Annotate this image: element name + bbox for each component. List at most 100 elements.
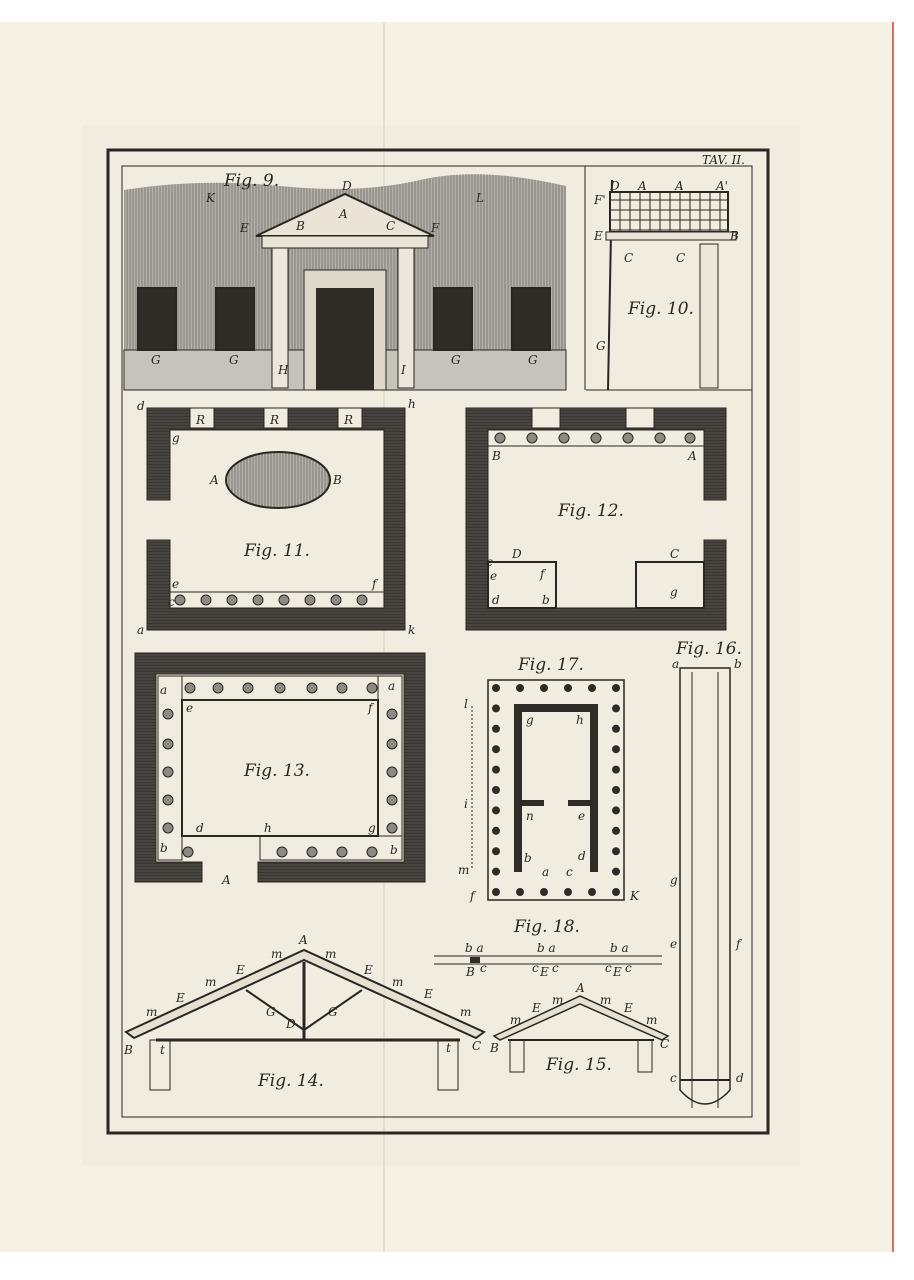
figure-9-facade: Fig. 9. K D L E B A C F G G H I G G: [123, 171, 567, 391]
column-dot: [612, 806, 620, 815]
column-dot: [492, 888, 500, 896]
fig9-caption: Fig. 9.: [223, 171, 279, 191]
column-dot: [612, 786, 620, 794]
fig9-label: K: [205, 191, 216, 205]
fig15-label: m: [600, 993, 611, 1007]
fig17-label: b: [524, 851, 532, 865]
fig16-label: d: [736, 1071, 744, 1085]
fig9-label: G: [451, 353, 461, 367]
fig12-label: b: [542, 593, 550, 607]
fig10-label: C: [624, 251, 633, 265]
fig18-label: c: [552, 961, 559, 975]
column-dot: [492, 745, 500, 754]
column-dot: [492, 826, 500, 835]
fig18-label: b a: [465, 941, 484, 955]
fig10-label: E: [593, 229, 603, 243]
fig17-label: h: [576, 713, 584, 727]
fig9-label: A: [338, 207, 348, 221]
fig10-label: A': [715, 179, 728, 193]
fig12-label: D: [511, 547, 522, 561]
column-dot: [612, 704, 620, 713]
fig9-label: G: [528, 353, 538, 367]
fig16-label: f: [735, 937, 743, 951]
fig13-label: g: [368, 821, 376, 835]
fig9-label: I: [400, 363, 406, 377]
fig13-label: e: [186, 701, 193, 715]
column-dot: [516, 684, 524, 692]
figure-14-roof-truss: Fig. 14. A m m m m E E E E m m G G D B C…: [123, 933, 486, 1091]
fig15-label: m: [552, 993, 563, 1007]
fig10-caption: Fig. 10.: [627, 299, 694, 319]
fig13-label: f: [367, 701, 375, 715]
fig16-label: b: [734, 657, 742, 671]
fig15-label: m: [646, 1013, 657, 1027]
fig14-label: t: [446, 1041, 451, 1055]
fig17-label: i: [464, 797, 468, 811]
fig14-label: t: [160, 1043, 165, 1057]
fig11-label: A: [209, 473, 219, 487]
fig14-label: m: [271, 947, 282, 961]
fig13-caption: Fig. 13.: [243, 761, 310, 781]
fig14-label: m: [146, 1005, 157, 1019]
fig12-label: f: [539, 567, 547, 581]
column-dot: [612, 847, 620, 856]
figure-13-plan: Fig. 13. a a e f d h g b b A: [134, 652, 426, 887]
fig17-label: l: [464, 697, 468, 711]
fig14-label: E: [363, 963, 373, 977]
fig14-label: G: [328, 1005, 338, 1019]
column-dot: [492, 684, 500, 692]
fig16-label: e: [670, 937, 677, 951]
figure-11-plan: Fig. 11. d h g R R R A B e f c a k: [137, 397, 416, 637]
fig14-label: A: [298, 933, 308, 947]
fig11-caption: Fig. 11.: [243, 541, 310, 561]
fig14-label: B: [123, 1043, 133, 1057]
fig14-label: m: [392, 975, 403, 989]
fig14-label: m: [205, 975, 216, 989]
fig13-label: b: [160, 841, 168, 855]
column-dot: [492, 786, 500, 794]
column-dot: [612, 888, 620, 896]
fig15-label: m: [510, 1013, 521, 1027]
fig15-label: C: [660, 1037, 669, 1051]
fig18-label: c: [480, 961, 487, 975]
column-dot: [612, 765, 620, 774]
fig15-label: E: [531, 1001, 541, 1015]
fig11-label: h: [408, 397, 416, 411]
fig17-caption: Fig. 17.: [517, 655, 584, 675]
figure-10-portico: Fig. 10. D A A A' F' E B C C G: [584, 166, 752, 391]
fig11-label: a: [137, 623, 144, 637]
fig11-label: B: [332, 473, 342, 487]
inner-frame: [121, 165, 753, 1118]
figure-16-column-section: Fig. 16. a b g e f c d: [670, 639, 744, 1108]
column-dot: [612, 826, 620, 835]
column-dot: [612, 684, 620, 692]
fig11-label: f: [371, 577, 379, 591]
fig18-label: b a: [610, 941, 629, 955]
fig18-label: c: [605, 961, 612, 975]
fig11-label: g: [172, 431, 180, 445]
fig13-label: a: [160, 683, 167, 697]
fig17-label: K: [629, 889, 640, 903]
fig18-label: c: [625, 961, 632, 975]
fig14-label: E: [175, 991, 185, 1005]
column-dot: [540, 888, 548, 896]
column-dot: [564, 684, 572, 692]
column-dot: [588, 684, 596, 692]
outer-frame: [106, 148, 770, 1135]
column-dot: [492, 847, 500, 856]
fig14-label: E: [423, 987, 433, 1001]
fig14-label: E: [235, 963, 245, 977]
fig13-label: A: [221, 873, 231, 887]
fig14-label: D: [285, 1017, 296, 1031]
fig13-label: b: [390, 843, 398, 857]
fig9-label: D: [341, 179, 352, 193]
fig14-label: C: [472, 1039, 481, 1053]
fig13-label: d: [196, 821, 204, 835]
fig14-label: G: [266, 1005, 276, 1019]
fig10-label: C: [676, 251, 685, 265]
fig18-label: b a: [537, 941, 556, 955]
fig15-label: E: [623, 1001, 633, 1015]
column-dot: [612, 745, 620, 754]
fig15-label: B: [489, 1041, 499, 1055]
